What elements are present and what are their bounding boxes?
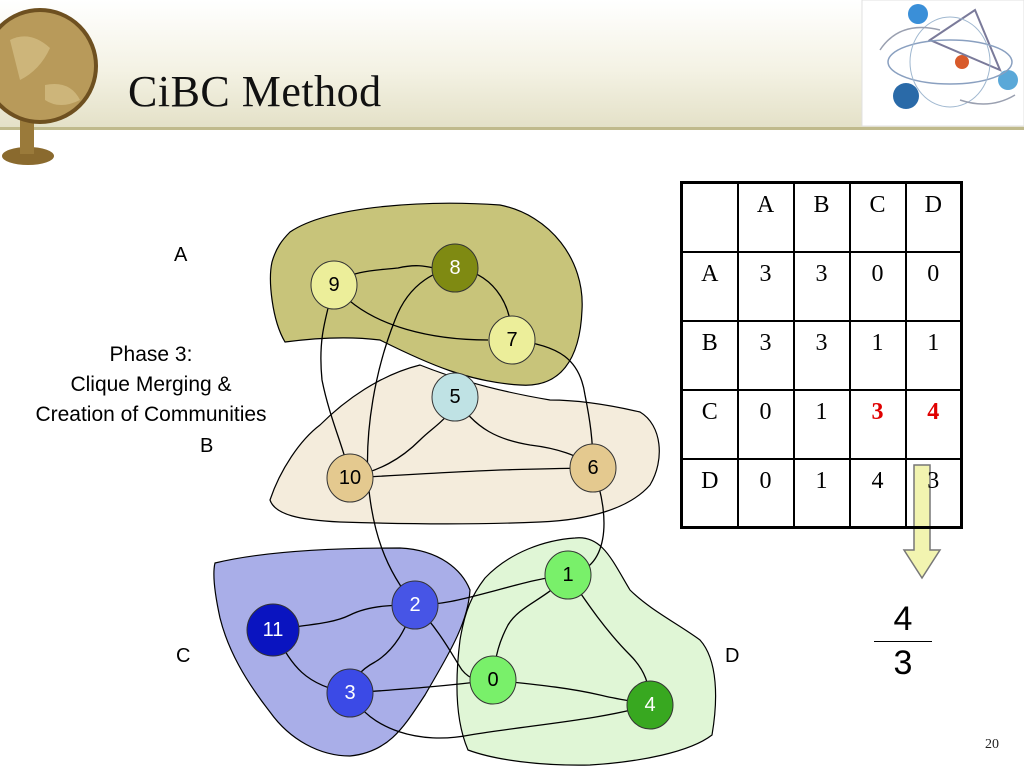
table-cell: 4 [848,457,907,529]
svg-text:0: 0 [487,669,498,691]
svg-text:1: 1 [562,564,573,586]
phase-line-1: Phase 3: [109,343,193,366]
svg-text:11: 11 [263,619,284,641]
table-cell: 1 [848,319,907,391]
node-3: 3 [326,668,374,718]
table-cell-highlighted: 3 [848,388,907,460]
svg-text:8: 8 [449,257,460,279]
molecule-picture [861,0,1024,127]
header-rule [0,127,1024,130]
table-cell: 0 [736,457,795,529]
table-cell: B [680,319,739,391]
node-9: 9 [310,260,358,310]
node-8: 8 [431,243,479,293]
table-cell: 3 [904,457,963,529]
table-cell: 0 [848,250,907,322]
node-0: 0 [469,655,517,705]
table-cell: 1 [904,319,963,391]
phase-line-2: Clique Merging & [70,373,232,396]
phase-description: Phase 3: Clique Merging & Creation of Co… [0,340,302,430]
table-cell: A [680,250,739,322]
table-cell: 0 [904,250,963,322]
table-cell: D [680,457,739,529]
svg-text:6: 6 [587,457,598,479]
table-cell: 3 [792,250,851,322]
table-cell: 1 [792,388,851,460]
phase-line-3: Creation of Communities [35,403,267,426]
svg-text:2: 2 [409,594,420,616]
community-label-b: B [200,435,214,457]
node-4: 4 [626,680,674,730]
community-matrix-table: A B C D A 3 3 0 0 B 3 3 1 1 C 0 1 3 4 D … [680,181,963,529]
svg-text:7: 7 [506,329,517,351]
table-header-cell: B [792,181,851,253]
table-row: D 0 1 4 3 [680,457,963,529]
svg-text:3: 3 [344,682,355,704]
fraction-denominator: 3 [893,644,913,682]
node-6: 6 [569,443,617,493]
slide-number: 20 [985,737,999,752]
slide-title: CiBC Method [128,67,382,116]
node-2: 2 [391,580,439,630]
table-cell: 1 [792,457,851,529]
node-5: 5 [431,372,479,422]
table-header-cell: C [848,181,907,253]
table-cell: 3 [736,319,795,391]
table-header-row: A B C D [680,181,963,253]
svg-text:9: 9 [328,274,339,296]
node-11: 11 [246,603,300,657]
community-label-d: D [725,645,740,667]
svg-text:5: 5 [449,386,460,408]
node-7: 7 [488,315,536,365]
table-cell-highlighted: 4 [904,388,963,460]
fraction: 4 3 [868,600,938,683]
table-cell: 3 [736,250,795,322]
table-cell: 3 [792,319,851,391]
fraction-bar [874,641,932,642]
table-cell: 0 [736,388,795,460]
table-row: B 3 3 1 1 [680,319,963,391]
table-row: A 3 3 0 0 [680,250,963,322]
table-header-cell: D [904,181,963,253]
node-10: 10 [326,453,374,503]
fraction-numerator: 4 [893,600,913,638]
community-label-c: C [176,645,191,667]
table-cell: C [680,388,739,460]
table-row: C 0 1 3 4 [680,388,963,460]
node-1: 1 [544,550,592,600]
table-header-cell: A [736,181,795,253]
svg-text:4: 4 [644,694,655,716]
globe-icon [0,8,98,165]
svg-text:10: 10 [339,467,361,489]
community-c-region [213,547,471,757]
header-band [0,0,1024,127]
table-header-cell [680,181,739,253]
community-label-a: A [174,244,188,266]
